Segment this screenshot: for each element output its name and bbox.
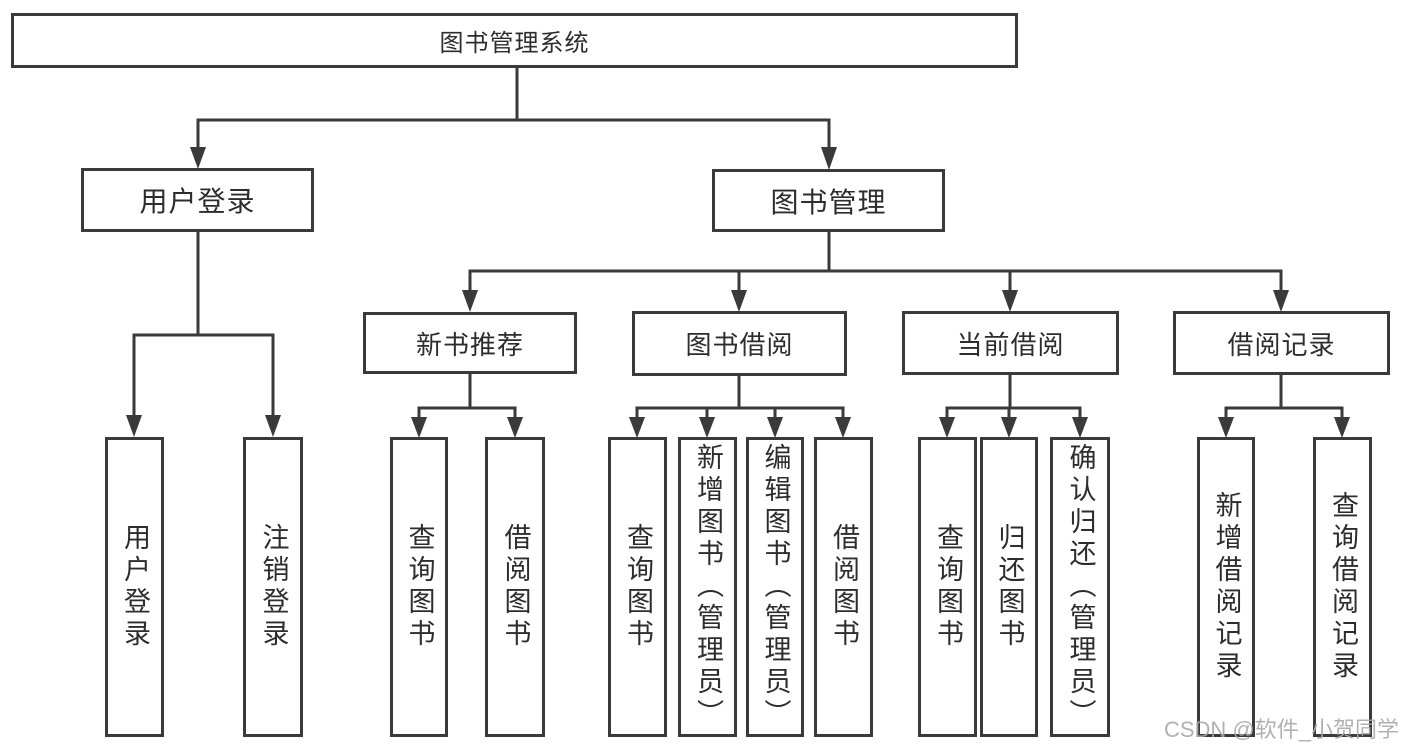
leaf-logout: 注销登录	[243, 437, 303, 737]
node-label: 图书管理系统	[439, 30, 590, 57]
leaf-query-books-recommend: 查询图书	[390, 437, 448, 737]
node-user-login: 用户登录	[81, 168, 314, 232]
node-label: 图书管理	[770, 186, 887, 218]
leaf-query-borrow-record: 查询借阅记录	[1313, 437, 1372, 737]
leaf-label: 用户登录	[120, 523, 150, 651]
arrowheads	[126, 147, 1350, 438]
node-label: 用户登录	[139, 186, 256, 217]
node-new-book-recommend: 新书推荐	[363, 312, 577, 374]
leaf-label: 新增图书（管理员）	[693, 443, 723, 731]
node-book-management: 图书管理	[712, 169, 945, 232]
node-label: 借阅记录	[1227, 329, 1336, 360]
leaf-borrow-books-recommend: 借阅图书	[485, 437, 545, 737]
leaf-edit-books-admin: 编辑图书（管理员）	[746, 437, 804, 737]
leaf-label: 查询借阅记录	[1328, 491, 1358, 683]
leaf-return-books: 归还图书	[980, 437, 1038, 737]
node-borrowing-records: 借阅记录	[1173, 311, 1390, 375]
leaf-label: 注销登录	[258, 523, 289, 651]
leaf-label: 新增借阅记录	[1211, 491, 1242, 683]
node-library-management-system: 图书管理系统	[11, 13, 1018, 68]
leaf-label: 借阅图书	[500, 523, 531, 651]
leaf-label: 查询图书	[404, 523, 435, 651]
leaf-borrow-books-borrowing: 借阅图书	[814, 437, 873, 737]
node-label: 当前借阅	[956, 329, 1065, 360]
leaf-add-borrow-record: 新增借阅记录	[1197, 437, 1255, 737]
leaf-label: 借阅图书	[829, 523, 859, 651]
leaf-label: 查询图书	[623, 523, 653, 651]
leaf-confirm-return-admin: 确认归还（管理员）	[1050, 437, 1110, 737]
leaf-user-login: 用户登录	[105, 437, 164, 737]
csdn-watermark: CSDN @软件_小贺同学	[1163, 717, 1399, 742]
leaf-label: 编辑图书（管理员）	[760, 443, 791, 731]
node-current-borrowing: 当前借阅	[902, 311, 1119, 375]
leaf-label: 确认归还（管理员）	[1065, 443, 1096, 731]
leaf-label: 归还图书	[994, 523, 1025, 651]
node-label: 图书借阅	[685, 330, 794, 360]
leaf-label: 查询图书	[933, 523, 963, 651]
node-book-borrowing: 图书借阅	[632, 311, 847, 376]
leaf-add-books-admin: 新增图书（管理员）	[678, 437, 737, 737]
leaf-query-books-current: 查询图书	[918, 437, 977, 737]
node-label: 新书推荐	[415, 329, 524, 360]
leaf-query-books-borrowing: 查询图书	[608, 437, 667, 737]
